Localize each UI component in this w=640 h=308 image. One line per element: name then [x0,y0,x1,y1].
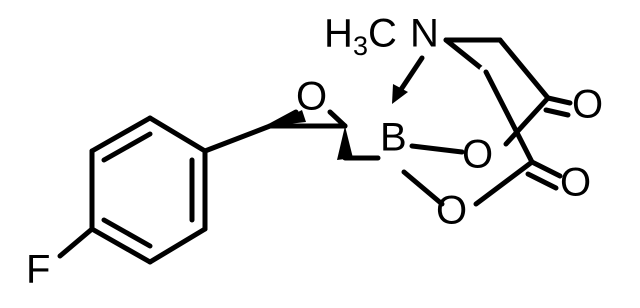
bond-boron-oxygen-lower [401,169,445,207]
bond-ring-bottom-right [147,226,208,265]
bond-epoxide-c1-o [267,109,299,129]
bond-carbonyl-upper-double-b [543,107,571,118]
atom-carbonyl-oxygen-lower: O [560,161,591,205]
bond-carbonyl-upper-to-oxygen-ring [503,95,551,147]
atom-ring-oxygen-upper: O [462,133,493,177]
methyl-carbon: C [368,12,397,56]
wedge-epoxide-left [270,110,306,126]
bond-ring-bottom-left [89,226,153,265]
bond-boron-oxygen-upper [409,143,465,155]
bond-ring-inner-top [101,131,153,163]
atom-boron: B [380,116,407,160]
atom-fluorine: F [26,248,50,292]
atom-labels: F O B O O O O H 3 C N [26,12,603,292]
bond-carbonyl-lower-double-b [525,171,559,191]
bond-ring-fluorine [57,226,95,259]
atom-carbonyl-oxygen-upper: O [572,83,603,127]
bond-carbonyl-lower-double-a [529,159,563,179]
stereo-wedges [270,110,353,160]
wedge-epoxide-right [337,126,353,160]
bond-ring-epoxide [202,123,273,154]
atom-ring-oxygen-lower: O [436,189,467,233]
bond-ch2-carbonyl-lower [483,69,535,165]
bond-nitrogen-ch2-lower [443,37,489,75]
bond-ring-inner-bottom [101,217,153,249]
atom-nitrogen: N [410,12,439,56]
methyl-hydrogen: H [324,12,353,56]
bond-carbonyl-lower-to-oxygen-ring [473,159,535,207]
atom-epoxide-oxygen: O [296,75,327,119]
dative-arrowhead [392,84,408,104]
bond-carbonyl-upper-double-a [545,95,573,106]
bond-lines [57,37,573,265]
methyl-subscript: 3 [353,31,368,61]
bond-ch2-carbonyl-upper [497,37,551,101]
bond-nitrogen-boron-arrow [395,55,425,97]
bond-ring-top-left [89,115,153,154]
methyl-group-label: H [324,12,353,56]
bond-ring-top-right [147,115,208,154]
bond-epoxide-c2-o [327,109,348,129]
